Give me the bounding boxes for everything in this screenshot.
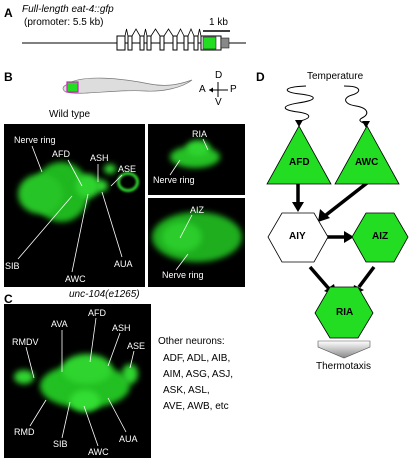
temperature-label: Temperature xyxy=(307,71,364,82)
axis-d: D xyxy=(215,70,223,81)
axis-v: V xyxy=(215,97,222,108)
gene-diagram xyxy=(22,27,246,51)
other-neurons-line-1: ADF, ADL, AIB, xyxy=(163,353,231,364)
wild-type-pointer-lines xyxy=(17,145,123,273)
thermotaxis-label: Thermotaxis xyxy=(316,361,372,372)
temperature-input-right xyxy=(343,85,368,125)
label-aua-mutant: AUA xyxy=(119,434,138,444)
aiz-pointer-lines xyxy=(175,214,193,271)
awc-node xyxy=(334,125,400,185)
label-awc: AWC xyxy=(65,274,86,284)
label-nerve-ring: Nerve ring xyxy=(14,135,56,145)
afd-node xyxy=(266,125,332,185)
label-afd-mutant: AFD xyxy=(88,308,106,318)
label-ase: ASE xyxy=(118,164,137,174)
ria-pointer-lines xyxy=(169,138,209,176)
axis-a: A xyxy=(199,84,206,95)
label-ash: ASH xyxy=(90,153,109,163)
panel-a-letter: A xyxy=(4,6,13,20)
worm-body xyxy=(62,77,193,94)
ria-node xyxy=(314,286,374,339)
wild-type-image: Nerve ring AFD ASH ASE SIB AWC AUA xyxy=(4,124,145,287)
aiy-label: AIY xyxy=(289,231,306,242)
promoter-label: (promoter: 5.5 kb) xyxy=(24,17,104,28)
utr-box xyxy=(220,37,230,49)
label-aiz: AIZ xyxy=(190,205,205,215)
awc-label: AWC xyxy=(355,157,379,168)
wild-type-heading: Wild type xyxy=(49,109,91,120)
label-rmd: RMD xyxy=(14,427,35,437)
worm-schematic xyxy=(62,77,193,94)
scale-bar-label: 1 kb xyxy=(209,17,228,28)
aiz-image: AIZ Nerve ring xyxy=(148,198,245,287)
label-aua: AUA xyxy=(114,259,133,269)
temperature-input-left xyxy=(284,85,314,122)
ria-label: RIA xyxy=(336,307,354,318)
aiy-node xyxy=(267,212,329,263)
label-ase-mutant: ASE xyxy=(127,341,146,351)
axis-cross xyxy=(209,82,228,97)
gfp-box xyxy=(202,36,217,50)
label-ava: AVA xyxy=(51,319,68,329)
label-afd: AFD xyxy=(52,149,70,159)
label-sib: SIB xyxy=(5,261,20,271)
aiz-node xyxy=(351,212,409,263)
label-ash-mutant: ASH xyxy=(112,323,131,333)
afd-label: AFD xyxy=(289,157,310,168)
thermotaxis-arrow xyxy=(317,340,371,359)
other-neurons-line-2: AIM, ASG, ASJ, xyxy=(163,369,234,380)
other-neurons-line-3: ASK, ASL, xyxy=(163,385,210,396)
label-rmdv: RMDV xyxy=(12,337,39,347)
other-neurons-line-4: AVE, AWB, etc xyxy=(163,401,229,412)
label-sib-mutant: SIB xyxy=(53,439,68,449)
other-neurons-title: Other neurons: xyxy=(158,336,225,347)
panel-d-letter: D xyxy=(256,70,265,84)
mutant-pointer-lines xyxy=(25,317,135,447)
label-ria: RIA xyxy=(192,129,208,139)
label-nerve-ring-ria: Nerve ring xyxy=(153,175,195,185)
construct-title: Full-length eat-4::gfp xyxy=(22,4,114,15)
axis-p: P xyxy=(230,84,237,95)
ria-image: RIA Nerve ring xyxy=(148,124,245,195)
mutant-image: AVA AFD ASH RMDV ASE RMD SIB AWC AUA xyxy=(4,304,151,458)
aiz-label: AIZ xyxy=(372,231,389,242)
panel-b-letter: B xyxy=(4,70,13,84)
intron-carets xyxy=(124,27,202,37)
label-awc-mutant: AWC xyxy=(88,447,109,457)
label-nerve-ring-aiz: Nerve ring xyxy=(162,270,204,280)
panel-c-letter: C xyxy=(4,292,13,306)
head-region-box xyxy=(66,81,79,93)
mutant-heading: unc-104(e1265) xyxy=(69,289,140,300)
